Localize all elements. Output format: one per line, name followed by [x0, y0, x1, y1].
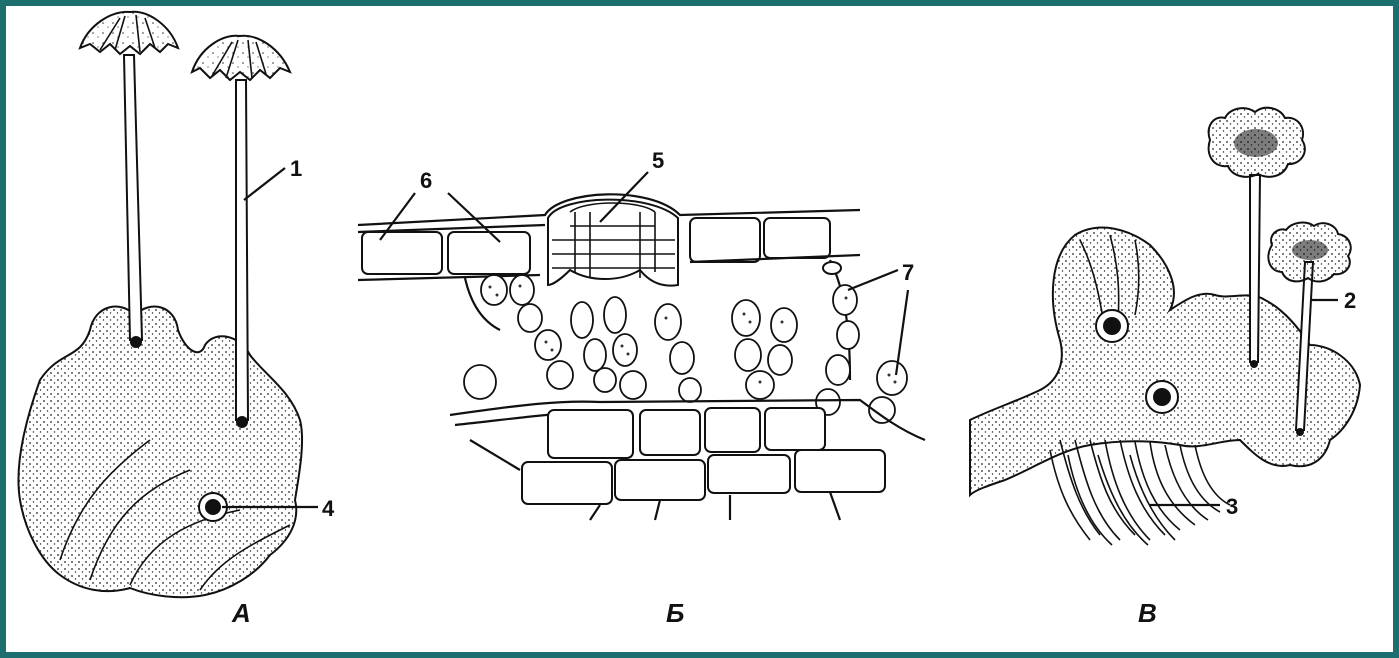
stalk-a-right [236, 80, 248, 420]
panel-label-b: Б [666, 598, 684, 628]
callout-2: 2 [1344, 288, 1356, 313]
callout-1: 1 [290, 156, 302, 181]
thallus-a [18, 307, 302, 598]
panel-label-c: В [1138, 598, 1157, 628]
callout-7: 7 [902, 260, 914, 285]
panel-label-a: А [231, 598, 251, 628]
callout-6: 6 [420, 168, 432, 193]
stalk-a-left [124, 55, 142, 340]
callout-5: 5 [652, 148, 664, 173]
cap-a-left [80, 12, 178, 54]
panel-c-drawing [970, 108, 1360, 545]
cap-a-right [192, 36, 290, 80]
panel-b-drawing [358, 172, 925, 520]
stalk-c-left [1250, 175, 1260, 362]
chlorenchyma-filaments [464, 262, 907, 423]
rhizoids [1050, 440, 1230, 545]
callout-3: 3 [1226, 494, 1238, 519]
panel-a-drawing [18, 12, 318, 597]
air-pore [548, 200, 678, 286]
callout-4: 4 [322, 496, 335, 521]
